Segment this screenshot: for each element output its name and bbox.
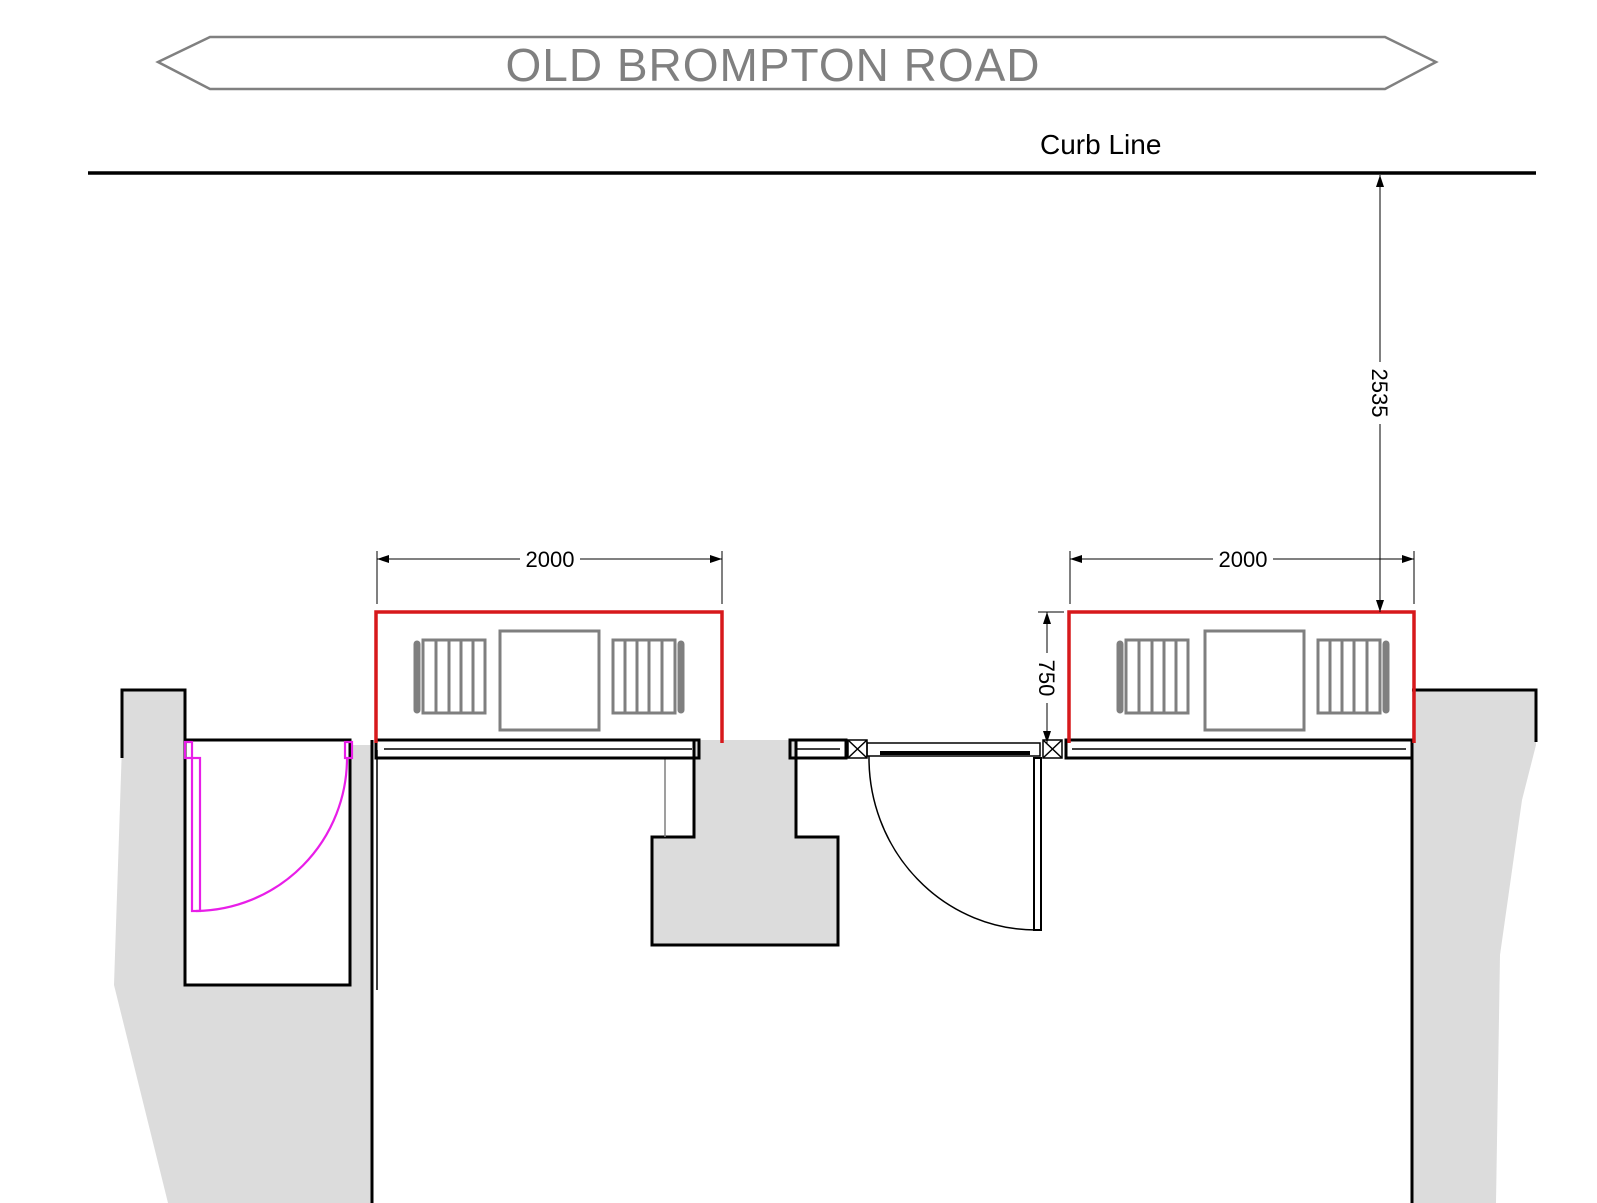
right-area-boundary bbox=[1067, 610, 1416, 743]
right-chair-2-slats bbox=[1328, 640, 1369, 713]
recess-door-leaf bbox=[190, 756, 202, 913]
right-seating-area bbox=[1067, 610, 1416, 743]
door-post-right-cross bbox=[1042, 739, 1063, 759]
dim-depth-arrow-b bbox=[1043, 731, 1051, 743]
left-chair-2-slats bbox=[623, 640, 664, 713]
dim-left-arrow-b bbox=[710, 555, 722, 563]
dim-depth-arrow-a bbox=[1043, 612, 1051, 624]
door-threshold bbox=[866, 742, 1041, 757]
dim-curb-arrow-b bbox=[1376, 600, 1384, 612]
right-pavement-fill bbox=[1412, 690, 1536, 1203]
dim-curb-arrow-a bbox=[1376, 175, 1384, 187]
shopfront-glazing bbox=[374, 738, 1414, 760]
center-window-frame bbox=[788, 738, 848, 760]
dim-curb-offset-value: 2535 bbox=[1367, 369, 1392, 418]
curb-line-label: Curb Line bbox=[1040, 129, 1161, 160]
dimension-curb-offset: 2535 bbox=[1367, 175, 1392, 612]
building-walls bbox=[120, 688, 1538, 1203]
right-window-frame bbox=[1064, 738, 1414, 760]
right-chair-1-slats bbox=[1137, 640, 1178, 713]
dimension-depth: 750 bbox=[1034, 611, 1064, 743]
left-pier bbox=[122, 690, 185, 746]
dim-right-width-value: 2000 bbox=[1219, 547, 1268, 572]
dim-left-arrow-a bbox=[377, 555, 389, 563]
dimension-right-width: 2000 bbox=[1069, 547, 1415, 604]
right-table bbox=[1203, 629, 1306, 732]
dim-right-arrow-a bbox=[1070, 555, 1082, 563]
road-banner: OLD BROMPTON ROAD bbox=[155, 35, 1439, 91]
dimension-left-width: 2000 bbox=[376, 547, 723, 604]
left-chair-1-slats bbox=[434, 640, 475, 713]
door-post-left-cross bbox=[847, 739, 868, 759]
right-pier-outline bbox=[1412, 688, 1538, 742]
door-swing-arc bbox=[868, 755, 1037, 931]
right-chair-1 bbox=[1124, 638, 1190, 715]
dim-left-width-value: 2000 bbox=[526, 547, 575, 572]
recess-door bbox=[183, 740, 354, 913]
dim-right-arrow-b bbox=[1402, 555, 1414, 563]
left-pavement-fill bbox=[114, 745, 372, 1203]
door-leaf bbox=[1033, 757, 1042, 931]
left-chair-2 bbox=[611, 638, 677, 715]
dim-depth-value: 750 bbox=[1034, 660, 1059, 697]
road-arrow-shape bbox=[155, 35, 1439, 91]
road-name: OLD BROMPTON ROAD bbox=[506, 39, 1041, 91]
left-table bbox=[498, 629, 601, 732]
door-post-right bbox=[1042, 739, 1063, 759]
center-column-fill bbox=[652, 740, 838, 945]
recess-door-post-left bbox=[183, 740, 194, 760]
neighbouring-walls bbox=[114, 690, 1536, 1203]
center-column-outline bbox=[650, 740, 840, 947]
left-pier-outline bbox=[120, 688, 352, 987]
entrance-door bbox=[868, 755, 1042, 931]
left-window-frame bbox=[374, 738, 701, 760]
recess-door-post-right bbox=[343, 740, 354, 760]
right-chair-2 bbox=[1316, 638, 1382, 715]
curb-line-group: Curb Line bbox=[88, 129, 1536, 175]
left-seating-area bbox=[374, 610, 724, 743]
left-area-boundary bbox=[374, 610, 724, 743]
recess-door-swing-arc bbox=[195, 757, 349, 913]
left-chair-1 bbox=[421, 638, 487, 715]
